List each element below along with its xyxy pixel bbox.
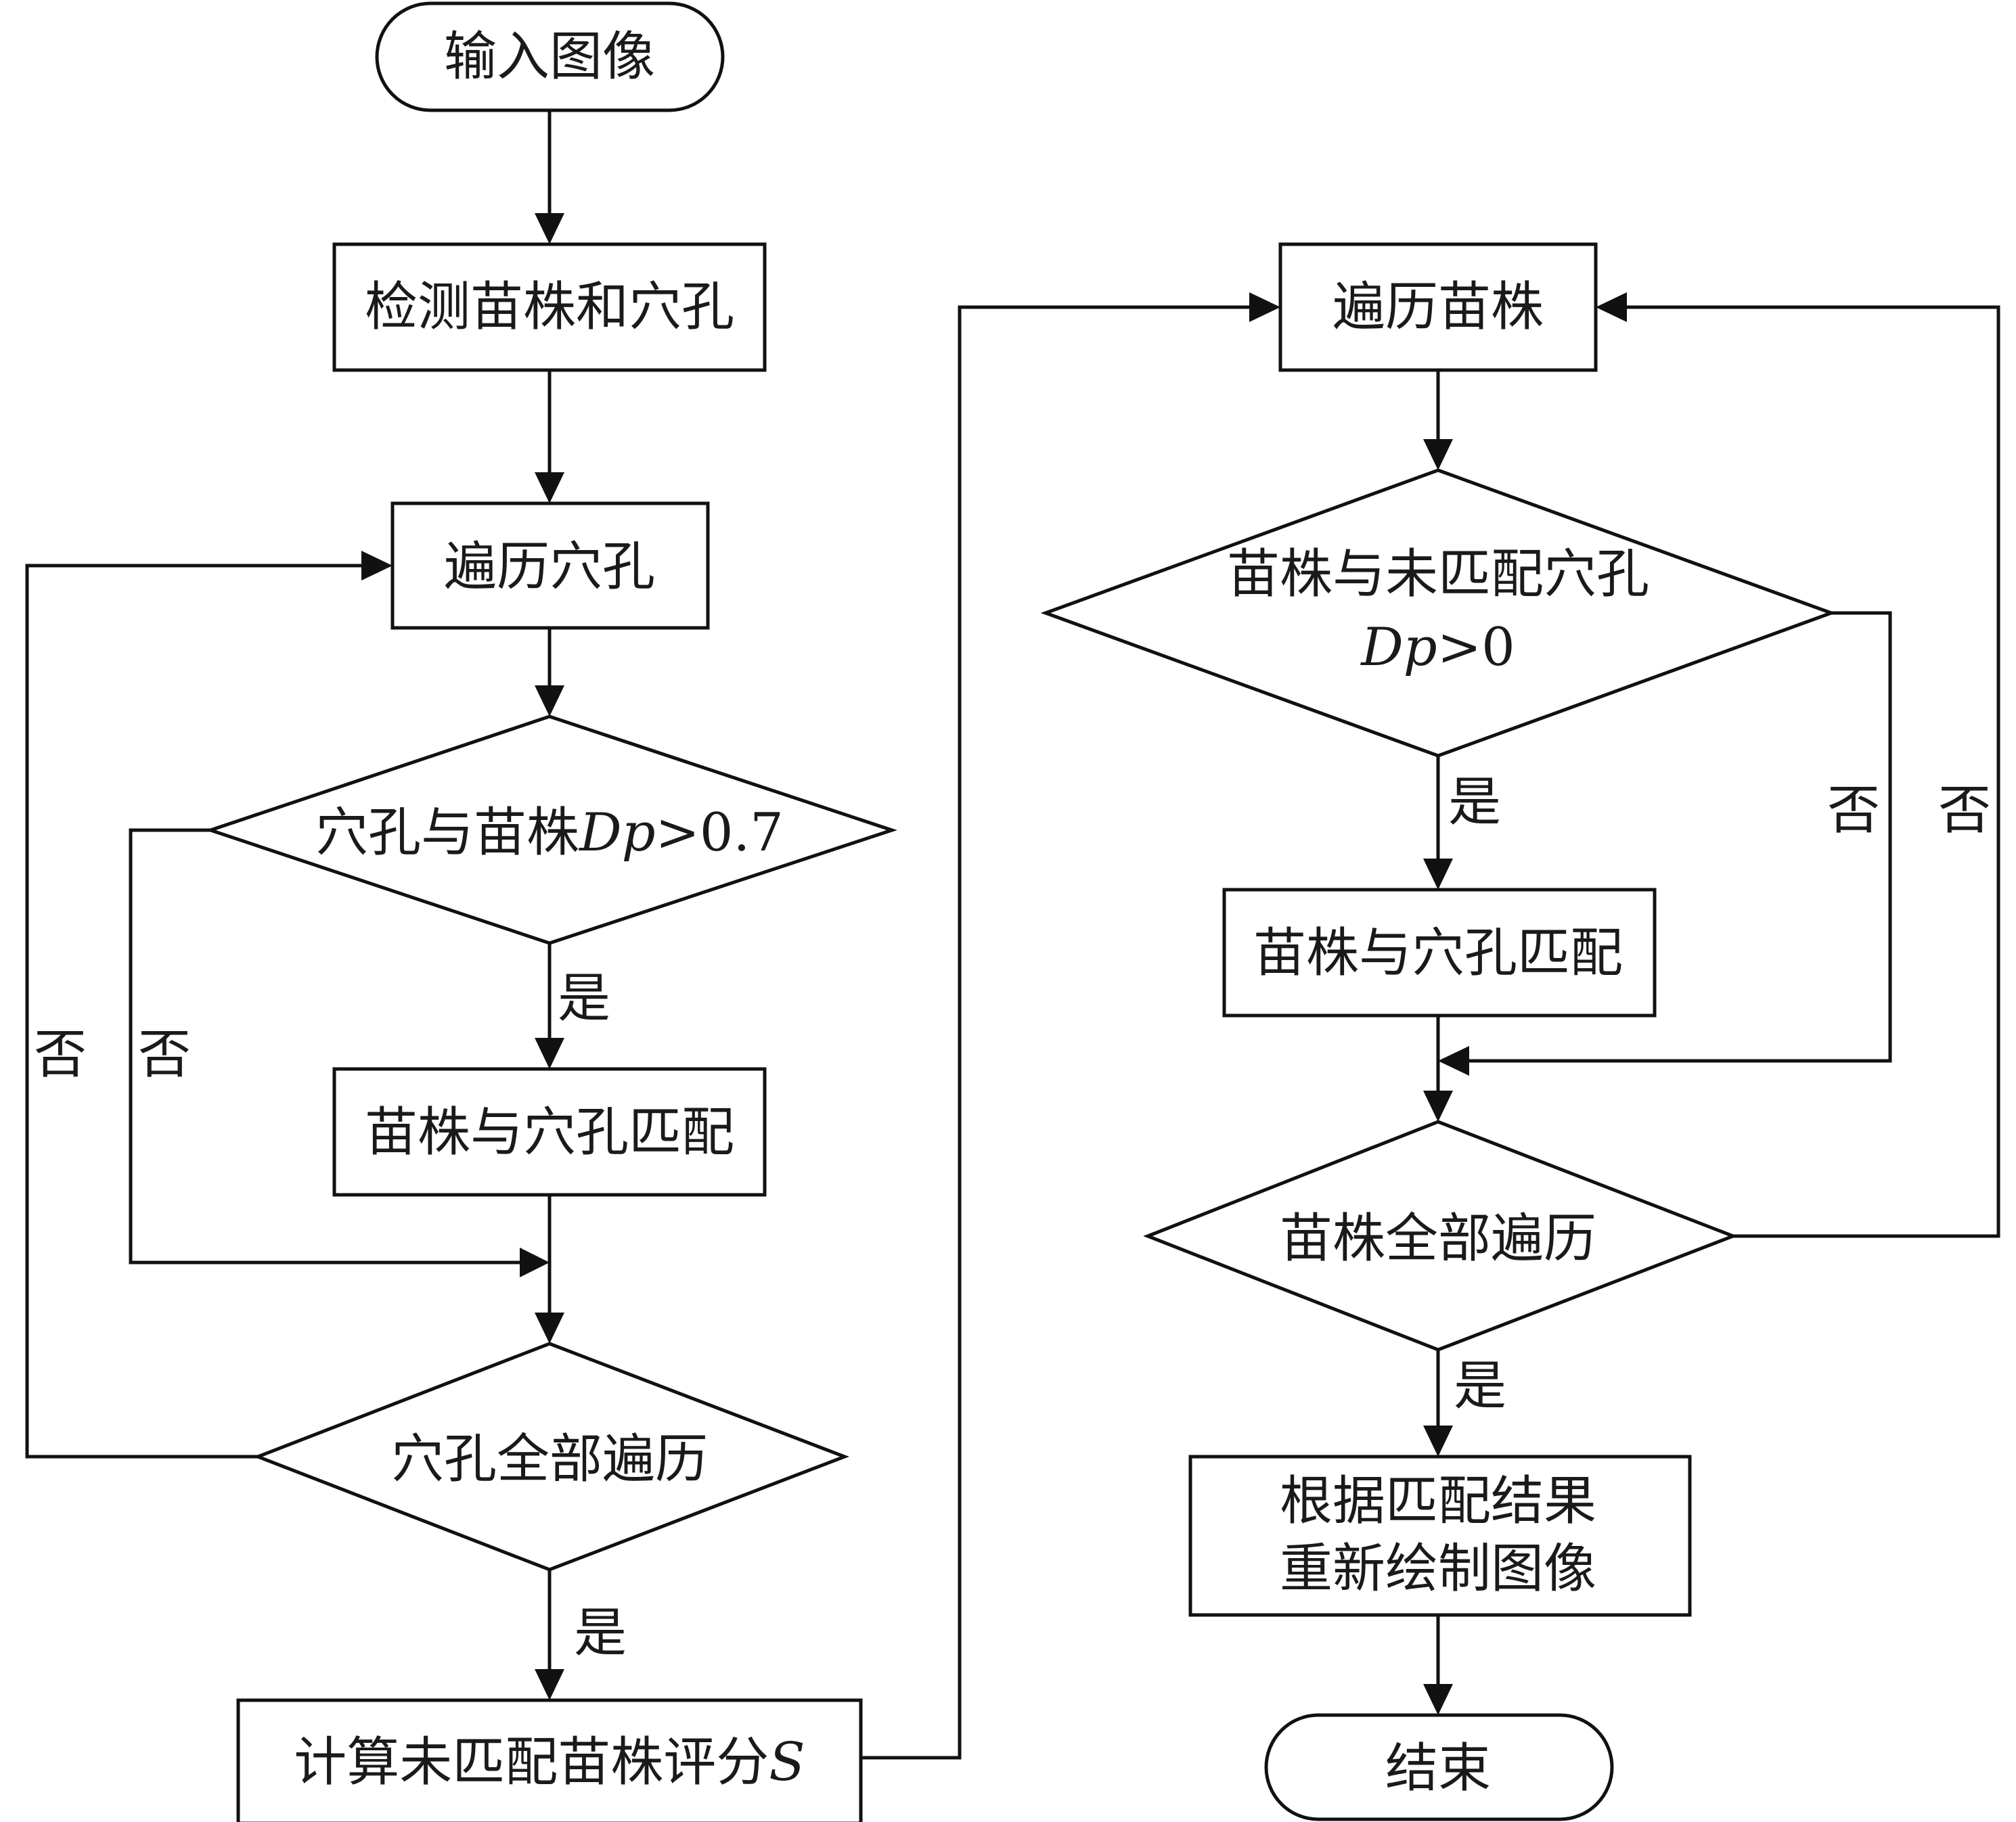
line-score-to-traverse-seedlings — [861, 305, 1251, 1760]
seedling-check-line1: 苗株与未匹配穴孔 — [1227, 544, 1649, 605]
seedling-check-decision — [1040, 468, 1837, 758]
score-text: 计算未匹配苗株评分 — [294, 1732, 769, 1793]
all-seedlings-label: 苗株全部遍历 — [1280, 1208, 1596, 1269]
label-no-all-holes: 否 — [34, 1024, 87, 1085]
label-no-hole-check: 否 — [138, 1024, 191, 1085]
seedling-check-var: Dp — [1360, 617, 1437, 678]
redraw-label-line2: 重新绘制图像 — [1280, 1539, 1596, 1599]
label-yes-all-seedlings: 是 — [1454, 1356, 1506, 1417]
label-yes-hole-check: 是 — [558, 968, 610, 1029]
traverse-holes-label: 遍历穴孔 — [444, 537, 655, 597]
detect-box — [332, 242, 767, 372]
traverse-seedlings-box — [1278, 242, 1598, 372]
arrowhead-merge-left — [520, 1248, 550, 1277]
arrowhead-end — [1423, 1684, 1453, 1715]
label-no-all-seedlings: 否 — [1938, 780, 1991, 841]
score-label: 计算未匹配苗株评分S — [294, 1732, 805, 1793]
arrowhead-loop-seedlings — [1596, 292, 1627, 322]
arrowhead-match-left — [535, 1038, 564, 1069]
match-right-label: 苗株与穴孔匹配 — [1253, 923, 1623, 984]
end-terminator — [1264, 1713, 1614, 1821]
redraw-box — [1188, 1455, 1692, 1617]
detect-label: 检测苗株和穴孔 — [365, 277, 734, 338]
arrowhead-all-seedlings — [1423, 1091, 1453, 1122]
score-var: S — [769, 1732, 805, 1793]
traverse-holes-box — [390, 501, 710, 630]
traverse-seedlings-label: 遍历苗株 — [1332, 277, 1544, 338]
end-label: 结束 — [1385, 1738, 1491, 1799]
label-no-seedling-check: 否 — [1827, 780, 1880, 841]
line-all-seedlings-no — [1626, 305, 2000, 1238]
score-box — [236, 1698, 863, 1822]
arrowhead-hole-check — [535, 685, 564, 716]
arrowhead-loop-holes — [361, 551, 393, 580]
arrowhead-detect — [535, 213, 564, 244]
redraw-label-line1: 根据匹配结果 — [1280, 1471, 1596, 1532]
hole-check-tail: >0.7 — [656, 802, 784, 863]
arrowhead-traverse-seedlings — [1249, 292, 1280, 322]
arrowhead-merge-right — [1438, 1046, 1469, 1076]
label-yes-seedling-check: 是 — [1448, 772, 1501, 833]
hole-check-label: 穴孔与苗株Dp>0.7 — [315, 802, 784, 863]
seedling-check-tail: >0 — [1437, 617, 1515, 678]
arrowhead-score — [535, 1669, 564, 1700]
arrowhead-seedling-check — [1423, 439, 1453, 470]
hole-check-var: Dp — [578, 802, 655, 863]
start-label: 输入图像 — [444, 26, 655, 87]
seedling-check-line2: Dp>0 — [1360, 617, 1515, 678]
all-holes-label: 穴孔全部遍历 — [391, 1429, 708, 1490]
line-seedling-check-no — [1468, 611, 1892, 1063]
arrowhead-redraw — [1423, 1426, 1453, 1457]
arrowhead-all-holes — [535, 1313, 564, 1344]
arrowhead-match-right — [1423, 859, 1453, 890]
label-yes-all-holes: 是 — [574, 1603, 627, 1664]
match-right-box — [1222, 888, 1657, 1018]
line-hole-check-no — [129, 828, 521, 1265]
hole-check-text: 穴孔与苗株 — [315, 802, 579, 863]
line-all-holes-no — [25, 564, 363, 1459]
arrowhead-traverse-holes — [535, 472, 564, 503]
match-left-label: 苗株与穴孔匹配 — [365, 1102, 734, 1163]
